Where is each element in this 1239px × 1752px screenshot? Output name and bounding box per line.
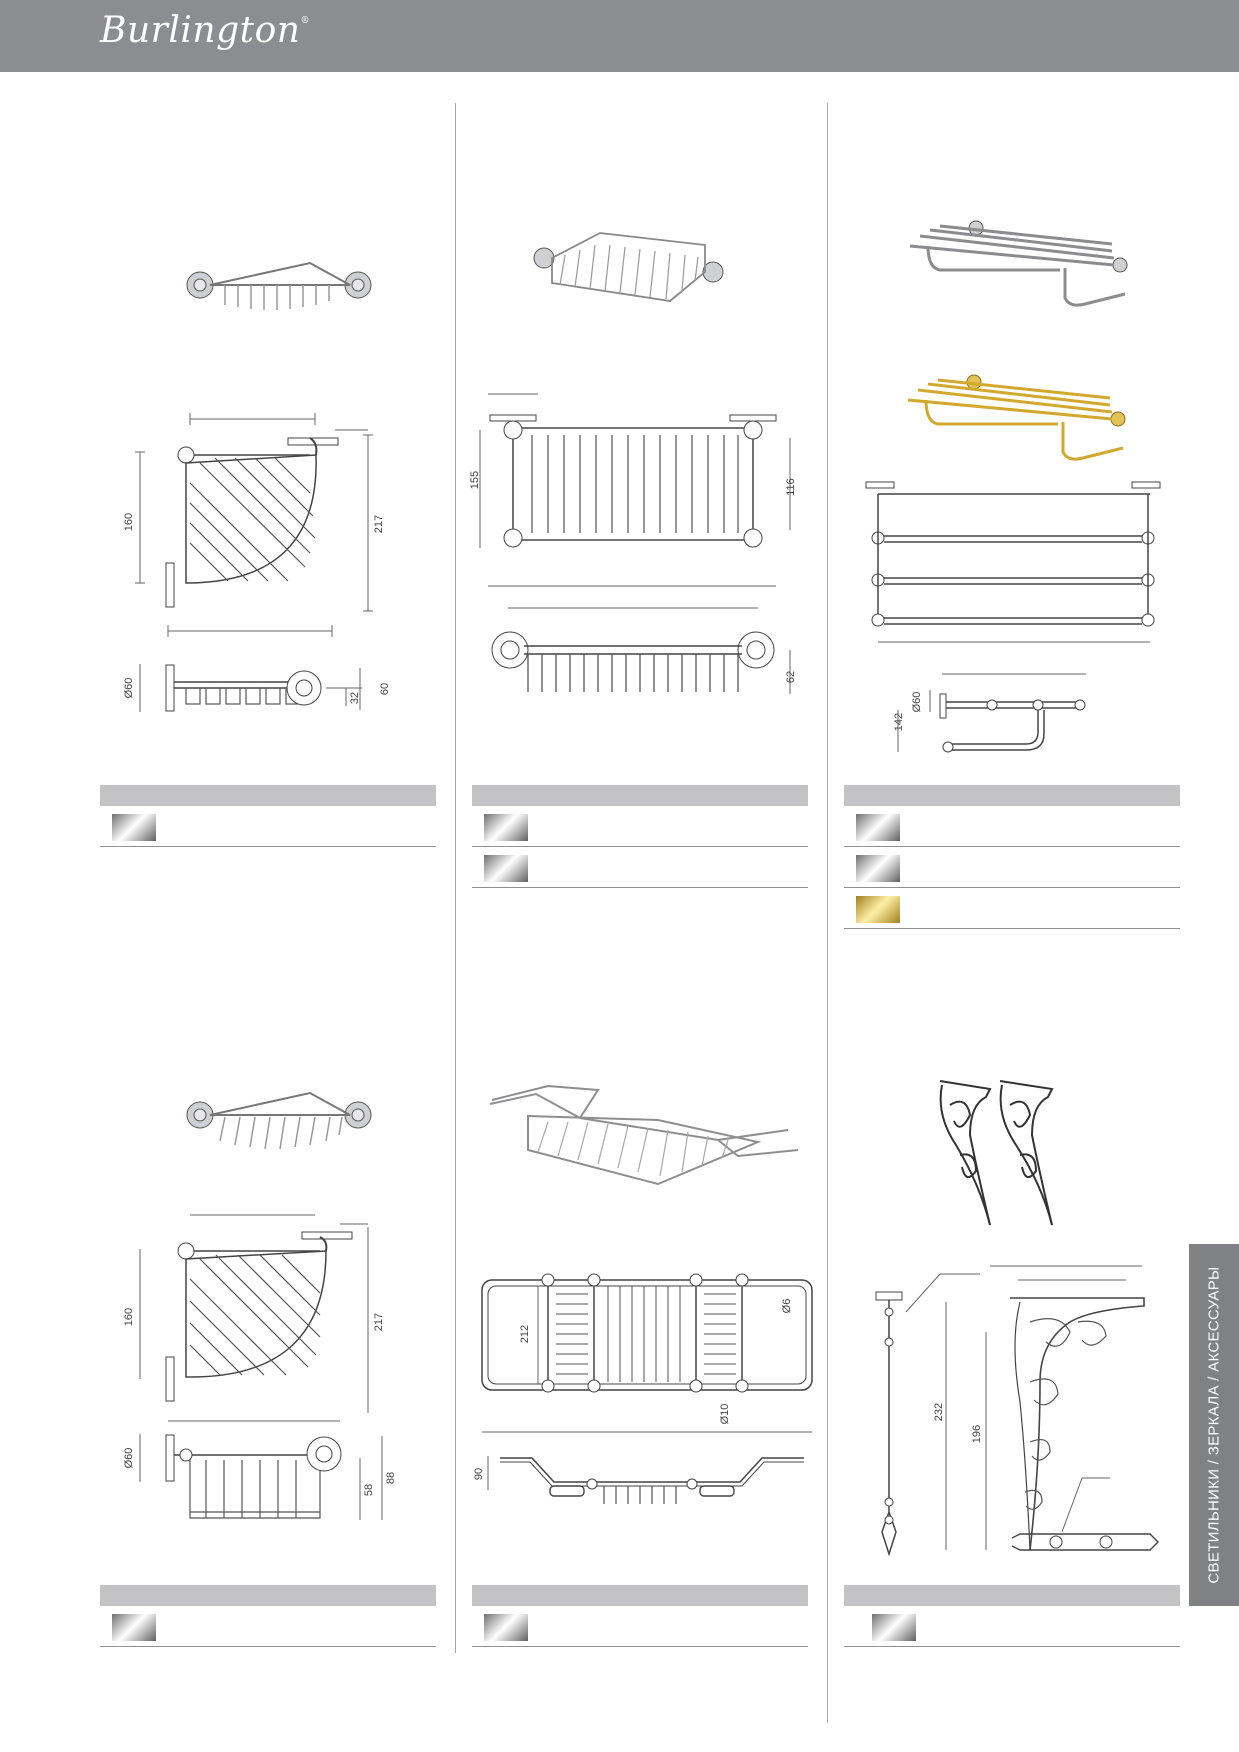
technical-drawing: 212 Ø6 Ø10 — [478, 1270, 818, 1445]
technical-drawing: 90 — [470, 1450, 820, 1510]
chrome-swatch — [484, 814, 528, 841]
product-photo — [930, 1075, 1080, 1235]
finish-row — [100, 806, 436, 847]
chrome-swatch — [872, 1614, 916, 1641]
finish-row — [844, 847, 1180, 888]
finish-row — [844, 888, 1180, 929]
chrome-swatch — [112, 1614, 156, 1641]
column-divider — [827, 103, 828, 1723]
finish-table — [100, 785, 436, 847]
dimension-label: 217 — [373, 1313, 385, 1331]
table-header — [472, 1585, 808, 1606]
finish-row — [472, 847, 808, 888]
technical-drawing: 232 196 — [870, 1262, 1170, 1567]
technical-drawing: 160 217 — [120, 405, 410, 640]
table-header — [100, 785, 436, 806]
table-header — [844, 1585, 1180, 1606]
finish-row — [472, 806, 808, 847]
product-photo — [488, 1080, 799, 1195]
dimension-label: 116 — [785, 478, 797, 496]
section-tab-label: СВЕТИЛЬНИКИ / ЗЕРКАЛА / АКСЕССУАРЫ — [1205, 1266, 1223, 1584]
brand-logo: Burlington® — [100, 10, 310, 51]
dimension-label: 212 — [519, 1325, 531, 1343]
dimension-label: 62 — [785, 671, 797, 683]
header-bar: Burlington® — [0, 0, 1239, 72]
dimension-label: 88 — [385, 1472, 397, 1484]
chrome-swatch — [112, 814, 156, 841]
table-header — [100, 1585, 436, 1606]
product-photo — [170, 1085, 390, 1160]
dimension-label: Ø6 — [781, 1299, 793, 1314]
dimension-label: 217 — [373, 515, 385, 533]
dimension-label: 232 — [933, 1403, 945, 1421]
dimension-label: 142 — [893, 713, 905, 731]
section-tab[interactable]: СВЕТИЛЬНИКИ / ЗЕРКАЛА / АКСЕССУАРЫ — [1189, 1244, 1239, 1606]
dimension-label: Ø60 — [123, 678, 135, 699]
table-header — [844, 785, 1180, 806]
technical-drawing: 62 — [468, 582, 808, 707]
chrome-swatch — [484, 1614, 528, 1641]
dimension-label: Ø10 — [719, 1404, 731, 1425]
finish-table — [472, 1585, 808, 1647]
dimension-label: 196 — [971, 1425, 983, 1443]
dimension-label: 160 — [123, 513, 135, 531]
column-divider — [455, 103, 456, 1653]
technical-drawing: Ø60 32 60 — [120, 660, 410, 725]
product-photo — [170, 255, 390, 325]
technical-drawing: Ø60 58 88 — [120, 1430, 410, 1525]
chrome-swatch — [856, 855, 900, 882]
dimension-label: 60 — [379, 683, 391, 695]
dimension-label: Ø60 — [911, 692, 923, 713]
technical-drawing — [860, 478, 1170, 648]
technical-drawing: Ø60 142 — [880, 662, 1100, 757]
chrome-swatch — [484, 855, 528, 882]
finish-table — [844, 1585, 1180, 1647]
product-photo — [530, 225, 730, 310]
gold-swatch — [856, 896, 900, 923]
dimension-label: 90 — [473, 1468, 485, 1480]
dimension-label: 58 — [363, 1484, 375, 1496]
finish-row — [844, 806, 1180, 847]
dimension-label: 32 — [349, 692, 361, 704]
product-photo — [898, 372, 1138, 477]
chrome-swatch — [856, 814, 900, 841]
product-photo — [900, 218, 1140, 323]
dimension-label: 155 — [469, 471, 481, 489]
dimension-label: Ø60 — [123, 1448, 135, 1469]
technical-drawing: 155 116 — [468, 390, 808, 560]
finish-table — [472, 785, 808, 888]
dimension-label: 160 — [123, 1308, 135, 1326]
table-header — [472, 785, 808, 806]
finish-row — [844, 1606, 1180, 1647]
finish-row — [472, 1606, 808, 1647]
finish-table — [100, 1585, 436, 1647]
finish-table — [844, 785, 1180, 929]
finish-row — [100, 1606, 436, 1647]
technical-drawing: 160 217 — [120, 1207, 410, 1427]
